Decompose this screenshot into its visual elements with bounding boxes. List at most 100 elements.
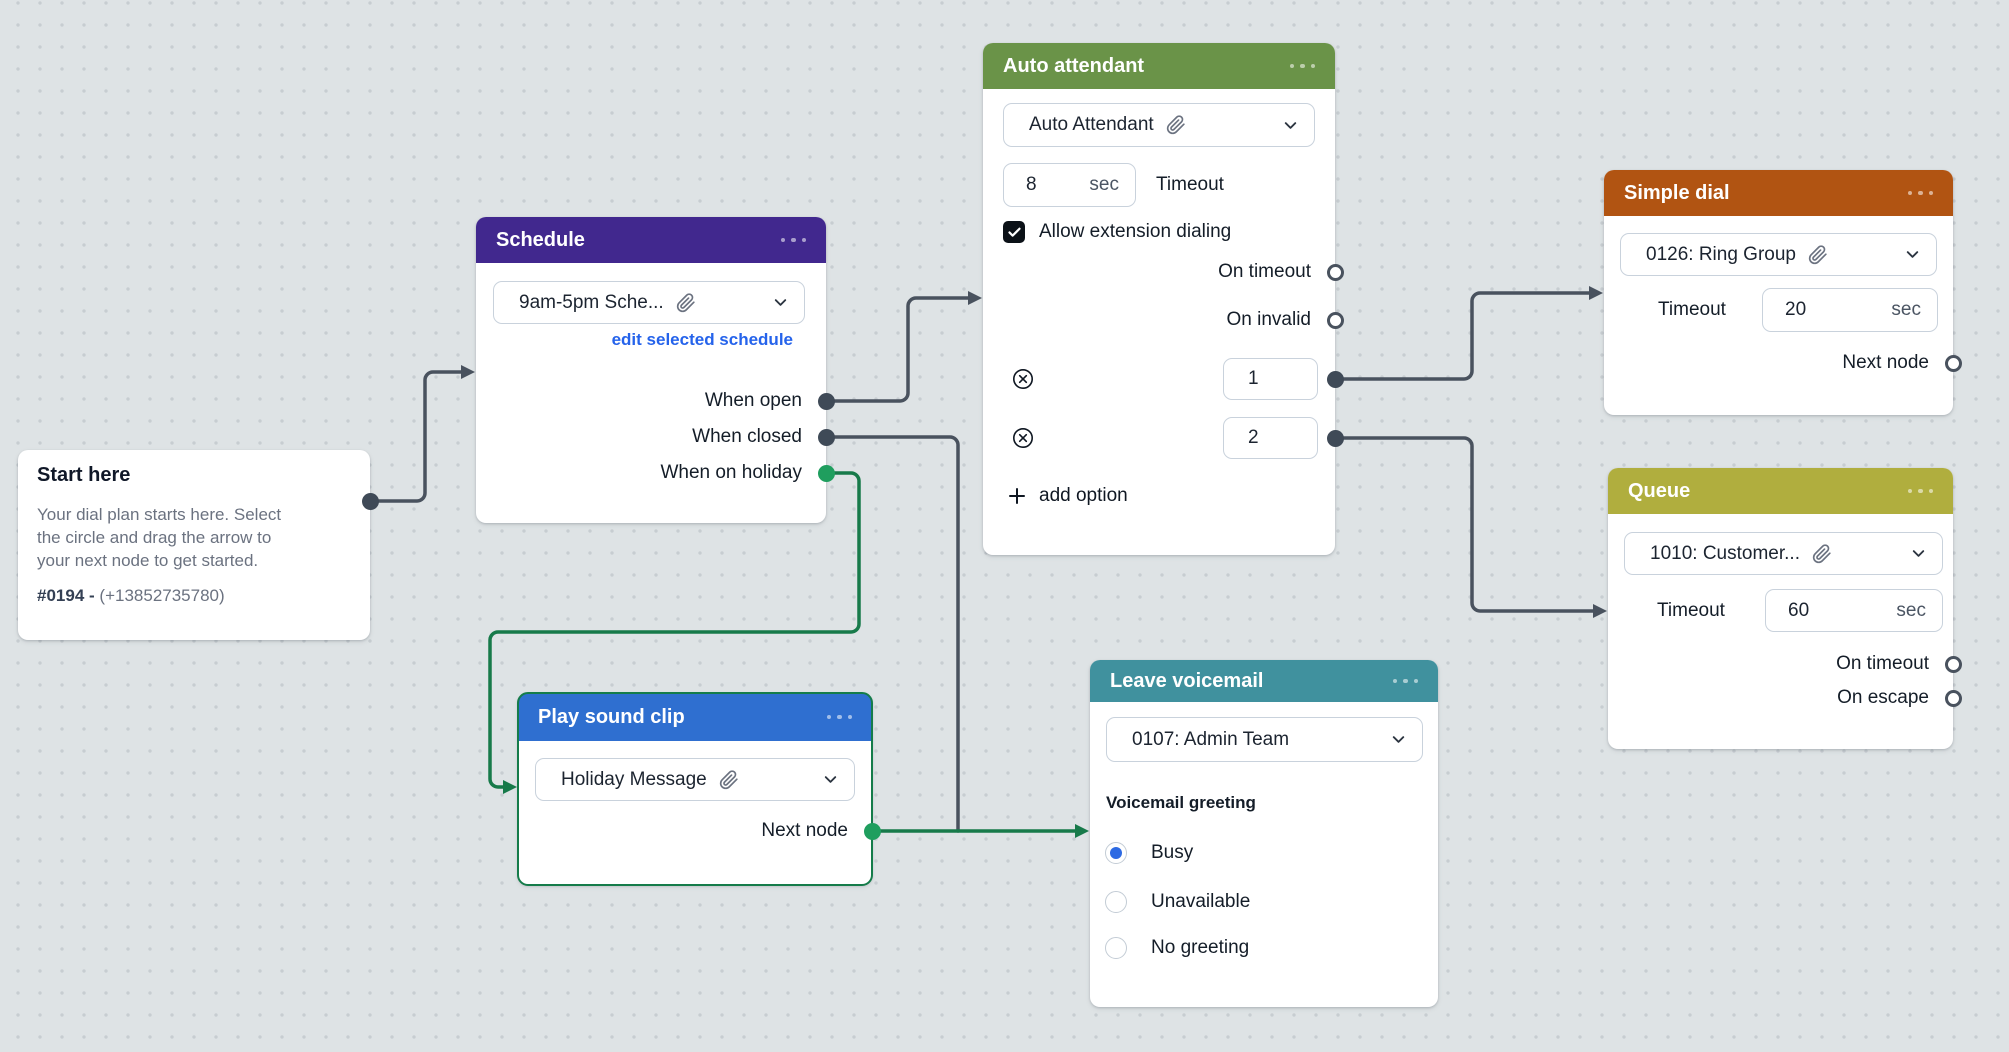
when-closed-label: When closed: [692, 426, 802, 447]
option-1-input[interactable]: 1: [1223, 358, 1318, 400]
option-2-value: 2: [1248, 427, 1259, 448]
simple-dial-next-node-port[interactable]: [1944, 354, 1962, 372]
timeout-input[interactable]: 60 sec: [1765, 589, 1943, 632]
allow-extension-dialing-label: Allow extension dialing: [1039, 221, 1232, 242]
timeout-value: 20: [1785, 299, 1807, 320]
start-here-output-port[interactable]: [361, 492, 379, 510]
more-menu-icon[interactable]: [826, 714, 852, 720]
greeting-radio-unavailable[interactable]: Unavailable: [1105, 891, 1250, 913]
schedule-header[interactable]: Schedule: [476, 217, 826, 263]
simple-dial-select-value: 0126: Ring Group: [1646, 243, 1796, 265]
wire-whenopen-to-autoattendant: [824, 291, 982, 403]
link-icon: [676, 292, 695, 312]
on-invalid-port[interactable]: [1326, 311, 1344, 329]
leave-voicemail-title: Leave voicemail: [1110, 669, 1264, 692]
auto-attendant-title: Auto attendant: [1003, 54, 1145, 77]
timeout-unit: sec: [1089, 174, 1119, 195]
greeting-radio-busy[interactable]: Busy: [1105, 842, 1193, 864]
when-open-label: When open: [704, 390, 802, 411]
chevron-down-icon: [1284, 121, 1297, 129]
queue-header[interactable]: Queue: [1608, 468, 1953, 514]
node-schedule[interactable]: Schedule 9am-5pm Sche... edit selected s…: [476, 217, 826, 523]
more-menu-icon[interactable]: [1392, 678, 1418, 684]
queue-select[interactable]: 1010: Customer...: [1624, 532, 1943, 575]
on-timeout-label: On timeout: [1836, 653, 1929, 674]
queue-on-timeout-port[interactable]: [1944, 655, 1962, 673]
greeting-no-greeting-label: No greeting: [1151, 937, 1250, 958]
more-menu-icon[interactable]: [1289, 63, 1315, 69]
on-timeout-label: On timeout: [1218, 261, 1311, 282]
play-sound-clip-select[interactable]: Holiday Message: [535, 758, 855, 801]
more-menu-icon[interactable]: [780, 237, 806, 243]
link-icon: [719, 769, 738, 789]
greeting-unavailable-label: Unavailable: [1151, 891, 1251, 912]
chevron-down-icon: [824, 776, 837, 783]
when-closed-port[interactable]: [817, 428, 835, 446]
simple-dial-header[interactable]: Simple dial: [1604, 170, 1953, 216]
play-sound-clip-select-value: Holiday Message: [561, 768, 707, 790]
timeout-label: Timeout: [1658, 299, 1726, 320]
when-on-holiday-port[interactable]: [817, 464, 835, 482]
when-on-holiday-label: When on holiday: [660, 462, 802, 483]
play-sound-clip-title: Play sound clip: [538, 705, 685, 728]
allow-extension-dialing-checkbox[interactable]: Allow extension dialing: [1003, 221, 1231, 243]
node-auto-attendant[interactable]: Auto attendant Auto Attendant 8 sec Time…: [983, 43, 1335, 555]
remove-option-icon[interactable]: [1011, 426, 1035, 450]
greeting-busy-label: Busy: [1151, 842, 1194, 863]
more-menu-icon[interactable]: [1907, 190, 1933, 196]
auto-attendant-header[interactable]: Auto attendant: [983, 43, 1335, 89]
radio-unselected-icon: [1105, 937, 1127, 959]
queue-select-value: 1010: Customer...: [1650, 542, 1800, 564]
greeting-radio-no-greeting[interactable]: No greeting: [1105, 937, 1249, 959]
remove-option-icon[interactable]: [1011, 367, 1035, 391]
leave-voicemail-header[interactable]: Leave voicemail: [1090, 660, 1438, 702]
node-leave-voicemail[interactable]: Leave voicemail 0107: Admin Team Voicema…: [1090, 660, 1438, 1007]
auto-attendant-select[interactable]: Auto Attendant: [1003, 103, 1315, 147]
chevron-down-icon: [1392, 736, 1405, 743]
plus-icon: [1009, 488, 1025, 504]
timeout-input[interactable]: 20 sec: [1762, 288, 1938, 332]
simple-dial-select[interactable]: 0126: Ring Group: [1620, 233, 1937, 276]
timeout-label: Timeout: [1657, 600, 1725, 621]
timeout-label: Timeout: [1156, 174, 1224, 195]
timeout-unit: sec: [1896, 599, 1926, 621]
auto-attendant-select-value: Auto Attendant: [1029, 114, 1154, 135]
link-icon: [1812, 543, 1831, 563]
when-open-port[interactable]: [817, 392, 835, 410]
timeout-input[interactable]: 8 sec: [1003, 163, 1136, 207]
next-node-label: Next node: [761, 820, 848, 841]
chevron-down-icon: [774, 299, 787, 306]
on-escape-label: On escape: [1837, 687, 1929, 708]
plan-id: #0194 -: [37, 586, 95, 605]
edit-selected-schedule-link[interactable]: edit selected schedule: [611, 330, 793, 349]
plan-id-row: #0194 - (+13852735780): [37, 586, 225, 606]
wire-whenclosed-to-voicemail: [824, 435, 960, 833]
queue-on-escape-port[interactable]: [1944, 689, 1962, 707]
add-option-label: add option: [1039, 485, 1128, 506]
schedule-select[interactable]: 9am-5pm Sche...: [493, 281, 805, 324]
option-2-port[interactable]: [1326, 429, 1344, 447]
link-icon: [1166, 115, 1185, 135]
leave-voicemail-select[interactable]: 0107: Admin Team: [1106, 717, 1423, 762]
start-here-title: Start here: [37, 464, 131, 486]
play-sound-clip-next-node-port[interactable]: [863, 822, 881, 840]
option-2-input[interactable]: 2: [1223, 417, 1318, 459]
node-simple-dial[interactable]: Simple dial 0126: Ring Group Timeout 20 …: [1604, 170, 1953, 415]
next-node-label: Next node: [1842, 352, 1929, 373]
queue-title: Queue: [1628, 479, 1691, 502]
node-play-sound-clip[interactable]: Play sound clip Holiday Message Next nod…: [517, 692, 873, 886]
wire-option2-to-queue: [1333, 436, 1607, 618]
more-menu-icon[interactable]: [1907, 488, 1933, 494]
radio-selected-icon: [1105, 842, 1127, 864]
node-queue[interactable]: Queue 1010: Customer... Timeout 60 sec O…: [1608, 468, 1953, 749]
voicemail-greeting-label: Voicemail greeting: [1106, 793, 1256, 812]
checkbox-checked-icon: [1003, 221, 1025, 243]
wire-start-to-schedule: [368, 365, 475, 503]
option-1-value: 1: [1248, 368, 1259, 389]
play-sound-clip-header[interactable]: Play sound clip: [518, 693, 872, 741]
on-timeout-port[interactable]: [1326, 263, 1344, 281]
option-1-port[interactable]: [1326, 370, 1344, 388]
add-option-button[interactable]: add option: [1007, 485, 1128, 507]
